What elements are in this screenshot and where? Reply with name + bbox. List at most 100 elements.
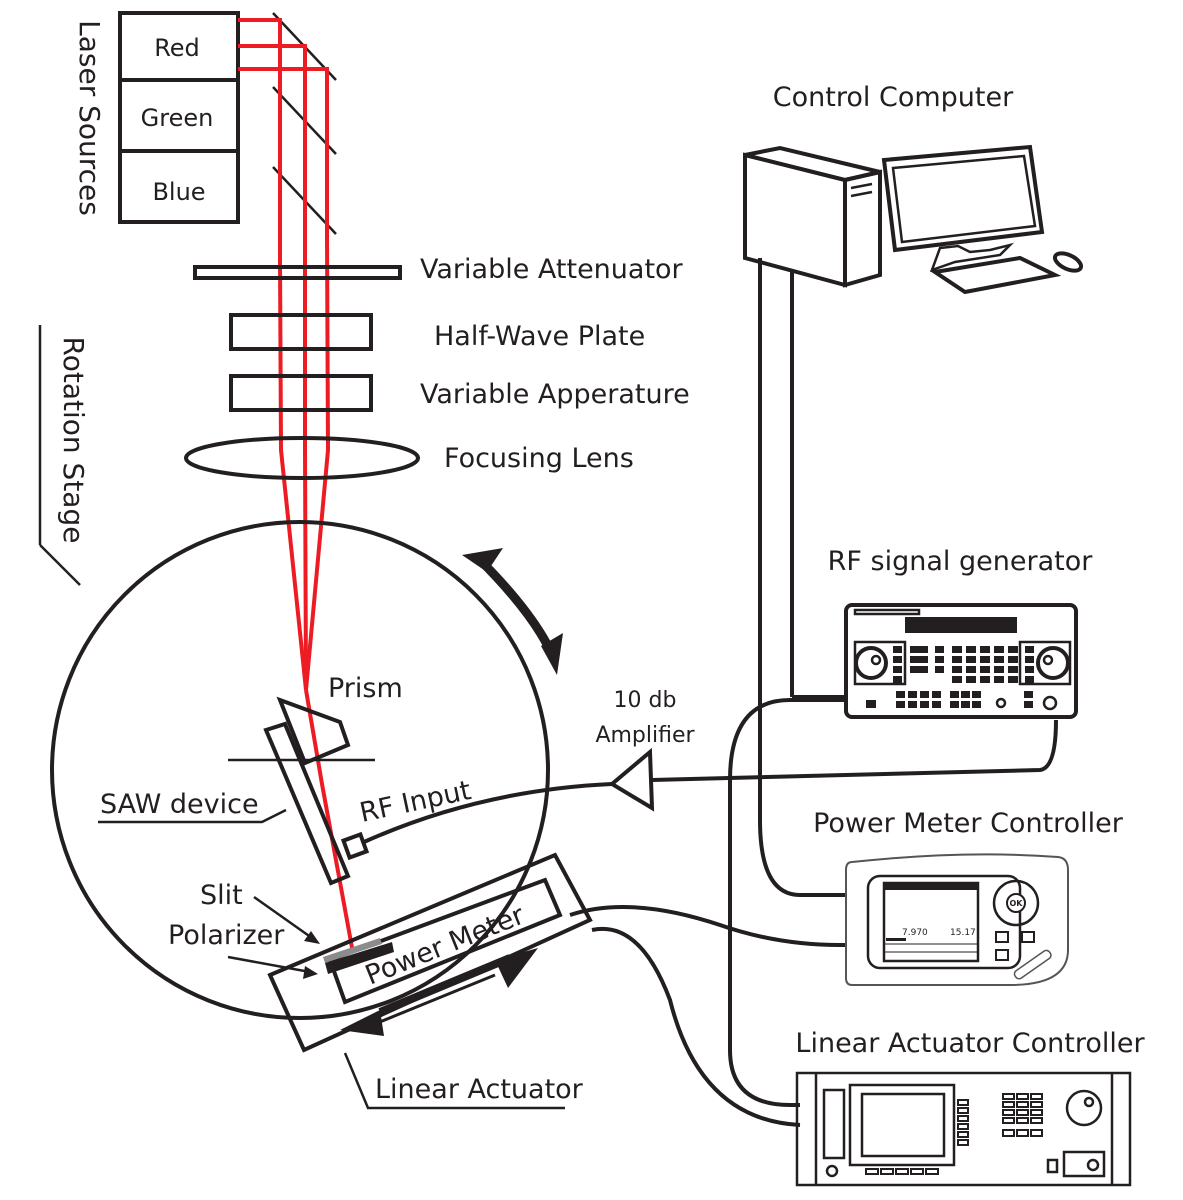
device-button[interactable] xyxy=(910,1168,924,1175)
device-button[interactable] xyxy=(1008,656,1018,663)
actuator-arrow-head-right xyxy=(495,948,538,988)
device-button[interactable] xyxy=(952,676,962,683)
device-button[interactable] xyxy=(910,646,928,653)
device-button[interactable] xyxy=(1025,666,1034,673)
device-button[interactable] xyxy=(1002,1129,1015,1137)
device-button[interactable] xyxy=(994,656,1004,663)
device-button[interactable] xyxy=(952,666,962,673)
device-button[interactable] xyxy=(952,646,962,653)
device-button[interactable] xyxy=(994,646,1004,653)
cables xyxy=(363,258,1058,1127)
device-button[interactable] xyxy=(932,701,941,708)
device-button[interactable] xyxy=(1002,1109,1015,1116)
device-button[interactable] xyxy=(893,656,902,663)
device-button[interactable] xyxy=(980,676,990,683)
rf-signal-generator-label: RF signal generator xyxy=(828,546,1094,577)
device-button[interactable] xyxy=(1030,1117,1043,1124)
device-button[interactable] xyxy=(893,676,902,683)
device-button[interactable] xyxy=(1016,1129,1029,1137)
device-button[interactable] xyxy=(950,701,959,708)
control-computer[interactable]: Control Computer xyxy=(743,82,1084,295)
device-button[interactable] xyxy=(1002,1117,1015,1124)
power-meter-button[interactable] xyxy=(995,931,1009,943)
device-button[interactable] xyxy=(961,691,970,698)
device-button[interactable] xyxy=(1016,1117,1029,1124)
device-button[interactable] xyxy=(1002,1093,1015,1100)
power-meter-controller[interactable]: Power Meter Controller 7.970 15.17 OK xyxy=(813,808,1124,986)
device-button[interactable] xyxy=(935,666,944,673)
device-button[interactable] xyxy=(1025,646,1034,653)
actuator-controller-buttons xyxy=(865,1093,1043,1175)
device-button[interactable] xyxy=(957,1123,969,1130)
variable-attenuator-label: Variable Attenuator xyxy=(420,254,684,285)
device-button[interactable] xyxy=(1008,666,1018,673)
device-button[interactable] xyxy=(932,691,941,698)
device-button[interactable] xyxy=(893,666,902,673)
device-button[interactable] xyxy=(1030,1101,1043,1108)
rf-signal-generator[interactable]: RF signal generator xyxy=(828,546,1094,719)
device-button[interactable] xyxy=(896,691,905,698)
device-button[interactable] xyxy=(950,691,959,698)
power-meter-settings-button[interactable] xyxy=(995,949,1009,961)
device-button[interactable] xyxy=(957,1099,969,1106)
device-button[interactable] xyxy=(957,1115,969,1122)
beam-refracted xyxy=(304,689,355,954)
device-button[interactable] xyxy=(966,666,976,673)
device-button[interactable] xyxy=(957,1139,969,1146)
device-button[interactable] xyxy=(961,701,970,708)
device-button[interactable] xyxy=(980,646,990,653)
power-meter-button[interactable] xyxy=(1021,931,1035,943)
device-button[interactable] xyxy=(1025,676,1034,683)
device-button[interactable] xyxy=(1008,676,1018,683)
device-button[interactable] xyxy=(952,656,962,663)
device-button[interactable] xyxy=(957,1131,969,1138)
device-button[interactable] xyxy=(972,701,981,708)
device-button[interactable] xyxy=(910,666,928,673)
device-button[interactable] xyxy=(1008,646,1018,653)
device-button[interactable] xyxy=(1025,656,1034,663)
device-button[interactable] xyxy=(920,701,929,708)
device-button[interactable] xyxy=(925,1168,939,1175)
device-button[interactable] xyxy=(1030,1129,1043,1137)
device-button[interactable] xyxy=(980,656,990,663)
polarizer-arrow-head xyxy=(303,966,318,979)
power-meter-ok-button[interactable] xyxy=(1006,893,1026,913)
device-button[interactable] xyxy=(994,676,1004,683)
device-button[interactable] xyxy=(1016,1109,1029,1116)
device-button[interactable] xyxy=(910,656,928,663)
device-button[interactable] xyxy=(957,1107,969,1114)
rf-generator-knob-left[interactable] xyxy=(854,646,888,680)
device-button[interactable] xyxy=(1030,1109,1043,1116)
device-button[interactable] xyxy=(980,666,990,673)
device-button[interactable] xyxy=(895,1168,909,1175)
actuator-controller-knob[interactable] xyxy=(1065,1089,1103,1127)
device-button[interactable] xyxy=(1024,691,1033,698)
linear-actuator xyxy=(267,852,593,1053)
device-button[interactable] xyxy=(966,656,976,663)
device-button[interactable] xyxy=(1016,1093,1029,1100)
device-button[interactable] xyxy=(920,691,929,698)
device-button[interactable] xyxy=(908,701,917,708)
device-button[interactable] xyxy=(908,691,917,698)
device-button[interactable] xyxy=(896,701,905,708)
device-button[interactable] xyxy=(865,1168,879,1175)
device-button[interactable] xyxy=(1030,1093,1043,1100)
variable-aperture xyxy=(229,374,373,412)
polarizer-arrow xyxy=(227,955,311,974)
device-button[interactable] xyxy=(1002,1101,1015,1108)
device-button[interactable] xyxy=(935,646,944,653)
rf-generator-knob-right[interactable] xyxy=(1036,646,1070,680)
device-button[interactable] xyxy=(972,691,981,698)
device-button[interactable] xyxy=(966,676,976,683)
saw-device xyxy=(263,721,351,886)
device-button[interactable] xyxy=(1024,701,1033,708)
device-button[interactable] xyxy=(994,666,1004,673)
device-button[interactable] xyxy=(966,646,976,653)
device-button[interactable] xyxy=(1016,1101,1029,1108)
device-button[interactable] xyxy=(880,1168,894,1175)
power-meter-dpad[interactable] xyxy=(992,879,1040,927)
device-button[interactable] xyxy=(935,656,944,663)
linear-actuator-controller[interactable]: Linear Actuator Controller xyxy=(795,1028,1145,1187)
device-button[interactable] xyxy=(893,646,902,653)
laser-red-label: Red xyxy=(154,34,200,62)
